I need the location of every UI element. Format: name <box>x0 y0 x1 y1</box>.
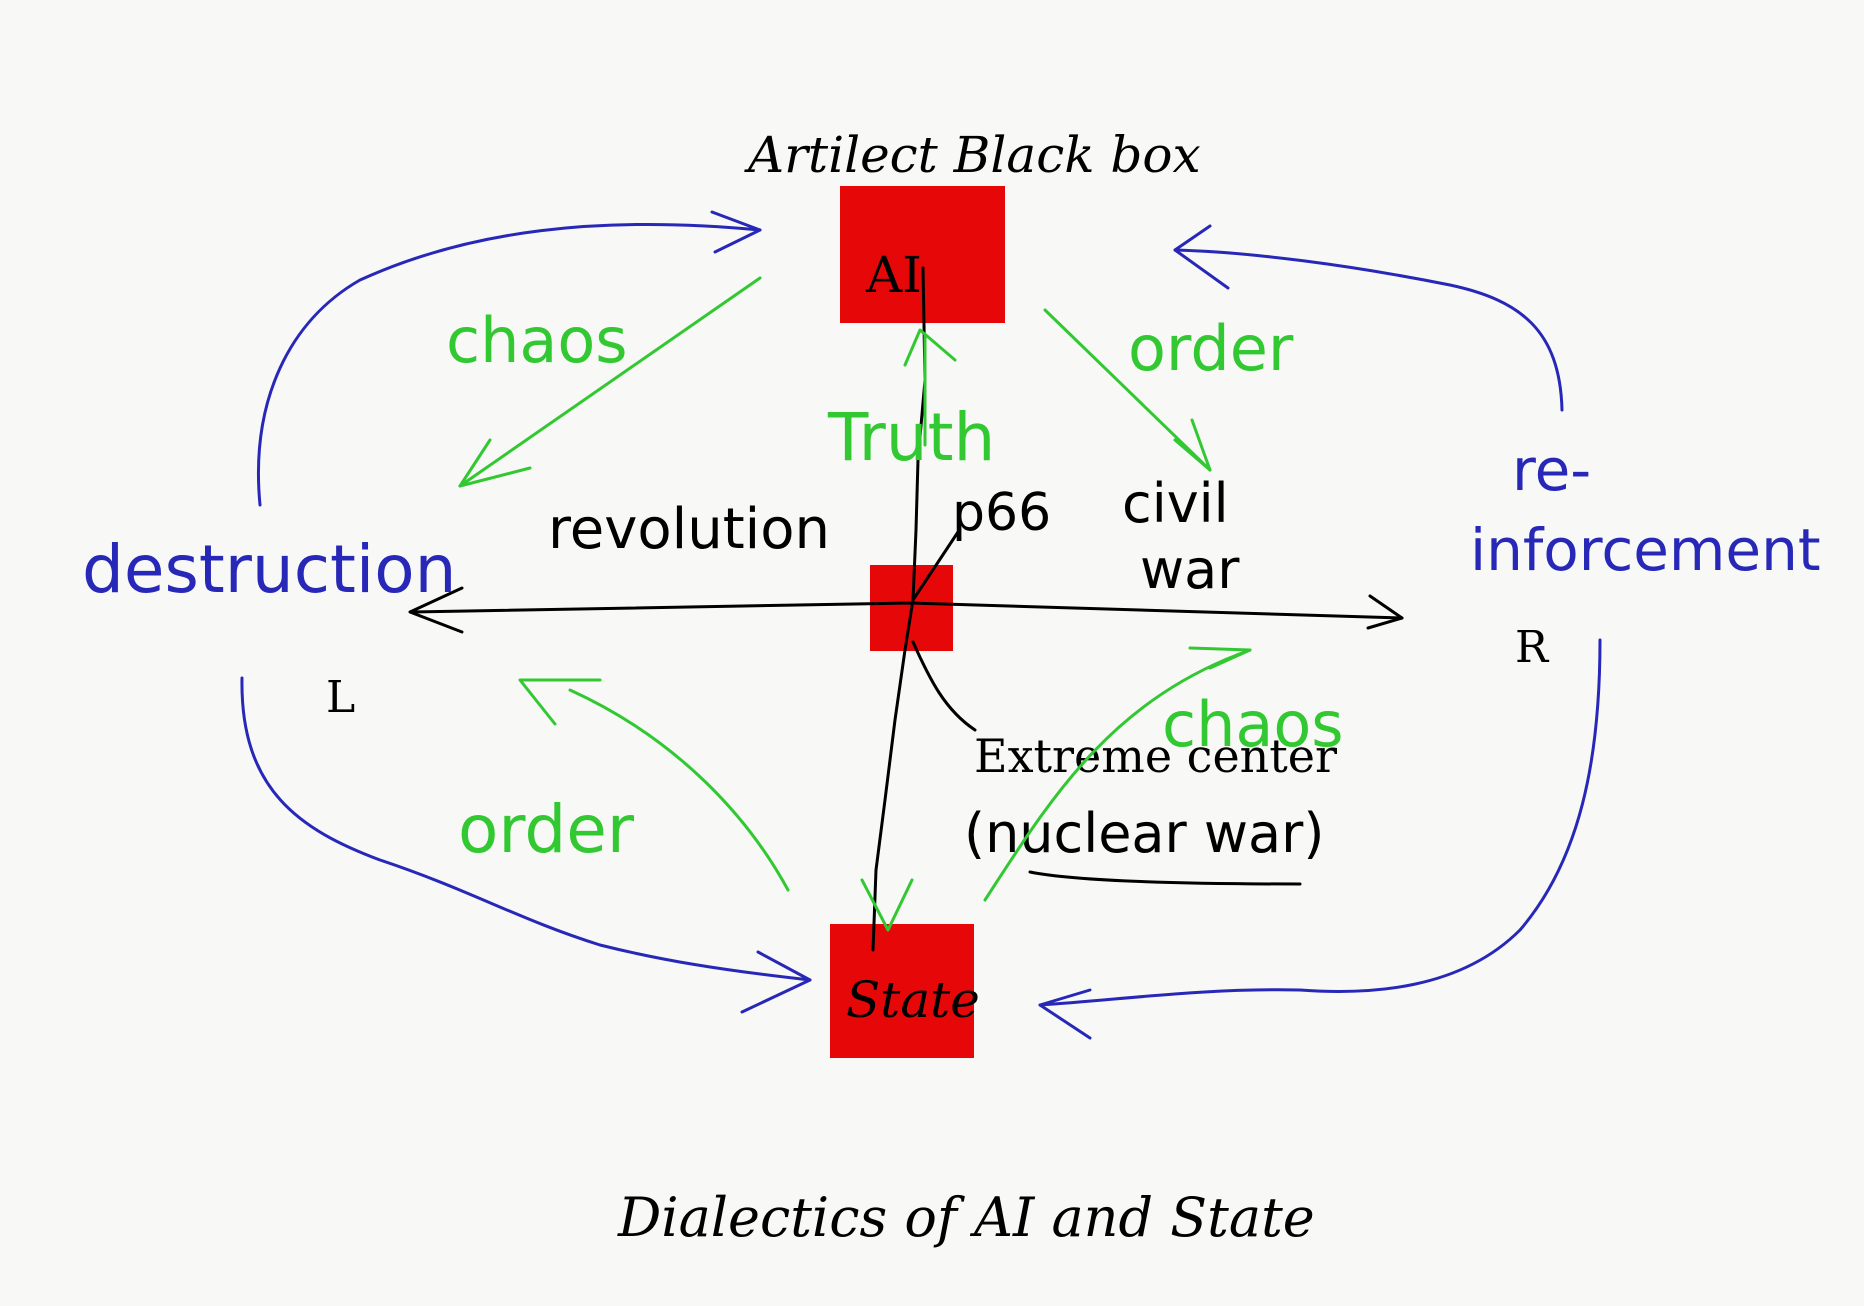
destruction-arc-bottom <box>240 676 812 1014</box>
left-right-axis <box>408 586 1404 634</box>
artilect-title: Artilect Black box <box>744 126 1201 184</box>
chaos-label-bottom: chaos <box>1162 688 1344 761</box>
nuclear-war-label: (nuclear war) <box>964 802 1324 865</box>
axis-left-label: L <box>326 672 355 723</box>
destruction-label: destruction <box>82 531 456 608</box>
reinforcement-arc-top <box>1173 224 1564 412</box>
ai-label: AI <box>865 246 922 304</box>
reinforcement-label-line1: re- <box>1512 436 1591 504</box>
order-arrow-top <box>1043 308 1212 472</box>
reinforcement-label-line2: inforcement <box>1470 516 1821 584</box>
extreme-center-label: Extreme center <box>974 729 1337 783</box>
war-label: war <box>1140 538 1240 601</box>
state-label: State <box>846 971 980 1029</box>
p66-pointer-line <box>911 530 960 602</box>
civil-label: civil <box>1122 472 1229 535</box>
order-arrow-bottom <box>518 678 790 892</box>
order-label-top: order <box>1128 312 1294 385</box>
chaos-arrow-top <box>458 276 762 488</box>
truth-arrow <box>903 328 957 447</box>
nuclear-war-underline <box>1028 870 1302 886</box>
state-down-arrow <box>860 878 914 932</box>
reinforcement-arc-bottom <box>1038 638 1602 1040</box>
revolution-label: revolution <box>548 497 830 562</box>
truth-label: Truth <box>827 399 995 476</box>
p66-label: p66 <box>952 483 1051 543</box>
destruction-arc-top <box>257 210 762 507</box>
chaos-arrow-bottom <box>983 646 1252 902</box>
axis-right-label: R <box>1515 622 1550 673</box>
state-box <box>830 924 974 1058</box>
order-label-bottom: order <box>458 791 635 868</box>
chaos-label-top: chaos <box>446 304 628 377</box>
diagram-caption: Dialectics of AI and State <box>617 1186 1315 1249</box>
extreme-center-pointer-line <box>911 640 977 732</box>
